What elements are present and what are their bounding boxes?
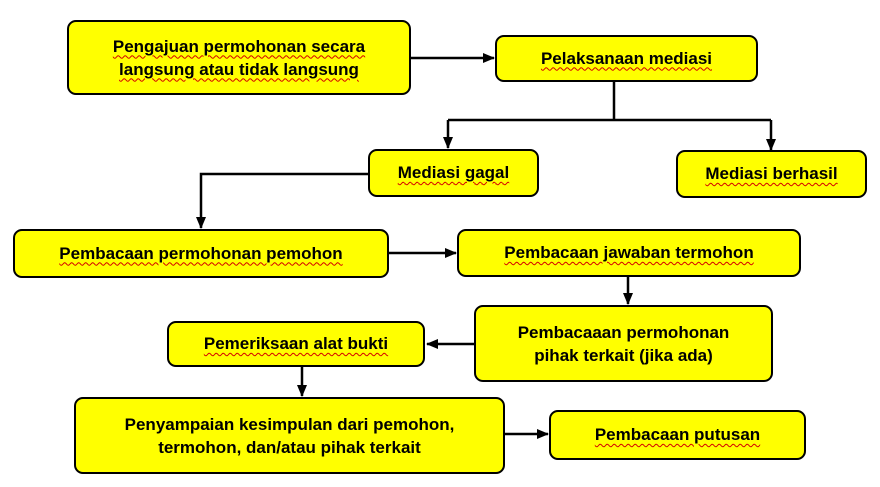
connector-pelaksanaan-split	[448, 82, 771, 122]
node-mediasi-berhasil-label: Mediasi berhasil	[705, 164, 838, 183]
node-mediasi-berhasil: Mediasi berhasil	[676, 150, 867, 198]
node-pembacaan-putusan-label: Pembacaan putusan	[594, 425, 761, 444]
node-pembacaan-jawaban: Pembacaan jawaban termohon	[457, 229, 801, 277]
node-mediasi-gagal: Mediasi gagal	[368, 149, 539, 197]
node-pelaksanaan-mediasi-label: Pelaksanaan mediasi	[540, 48, 713, 68]
node-pengajuan-permohonan-label: Pengajuan permohonan secara langsung ata…	[112, 36, 366, 79]
node-pembacaan-permohonan: Pembacaan permohonan pemohon	[13, 229, 389, 278]
arrow-gagal-to-pembacaan-permohonan	[196, 172, 368, 229]
node-pembacaan-putusan: Pembacaan putusan	[549, 410, 806, 460]
node-pembacaan-pihak-terkait-label: Pembacaaan permohonan pihak terkait (jik…	[517, 322, 730, 365]
node-pembacaan-jawaban-label: Pembacaan jawaban termohon	[504, 243, 754, 262]
node-pemeriksaan-alat-bukti-label: Pemeriksaan alat bukti	[203, 334, 389, 353]
node-mediasi-gagal-label: Mediasi gagal	[397, 163, 510, 182]
node-pembacaan-permohonan-label: Pembacaan permohonan pemohon	[59, 243, 343, 263]
node-pemeriksaan-alat-bukti: Pemeriksaan alat bukti	[167, 321, 425, 367]
node-pelaksanaan-mediasi: Pelaksanaan mediasi	[495, 35, 758, 82]
node-penyampaian-kesimpulan-label: Penyampaian kesimpulan dari pemohon, ter…	[124, 414, 455, 457]
node-pengajuan-permohonan: Pengajuan permohonan secara langsung ata…	[67, 20, 411, 95]
node-penyampaian-kesimpulan: Penyampaian kesimpulan dari pemohon, ter…	[74, 397, 505, 474]
node-pembacaan-pihak-terkait: Pembacaaan permohonan pihak terkait (jik…	[474, 305, 773, 382]
